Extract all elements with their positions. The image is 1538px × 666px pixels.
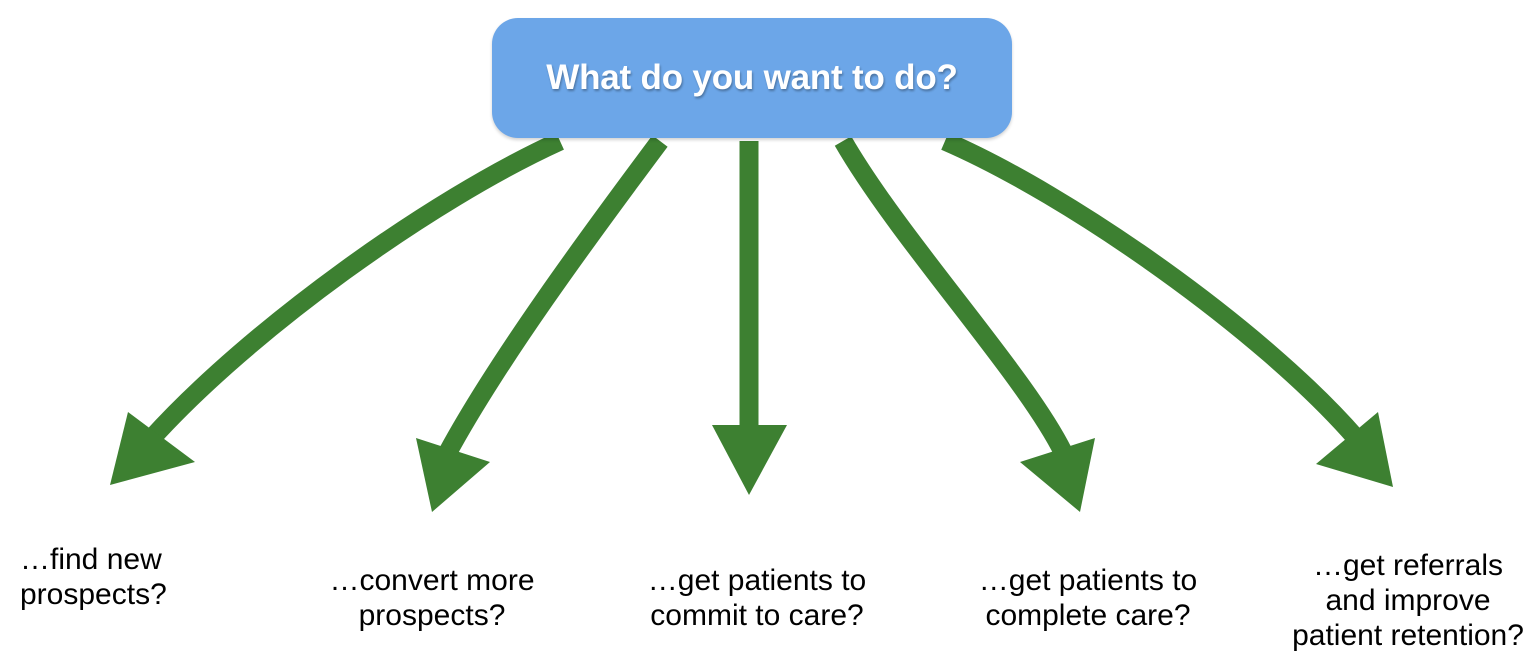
arrow-shaft-4: [834, 136, 1072, 457]
arrow-head-4: [1020, 438, 1095, 512]
arrow-connector-5: [941, 132, 1393, 487]
arrow-connector-1: [110, 132, 564, 485]
branch-label-convert-more-prospects: …convert more prospects?: [329, 564, 535, 632]
branch-label-find-new-prospects: …find new prospects?: [20, 543, 167, 611]
branch-label-commit-to-care: …get patients to commit to care?: [647, 564, 867, 632]
branch-label-complete-care: …get patients to complete care?: [978, 564, 1198, 632]
arrow-connector-2: [416, 135, 668, 512]
arrow-head-1: [110, 412, 195, 485]
arrow-connector-3: [712, 141, 787, 495]
arrow-head-5: [1316, 412, 1393, 487]
arrow-head-3: [712, 425, 787, 495]
arrow-shaft-2: [439, 135, 668, 457]
arrow-shaft-1: [144, 132, 564, 445]
arrow-shaft-5: [941, 132, 1364, 445]
root-node[interactable]: What do you want to do?: [492, 18, 1012, 138]
root-node-label: What do you want to do?: [546, 57, 958, 97]
arrow-head-2: [416, 438, 490, 512]
arrow-connector-4: [834, 136, 1095, 512]
branch-label-referrals-retention: …get referrals and improve patient reten…: [1292, 549, 1524, 652]
